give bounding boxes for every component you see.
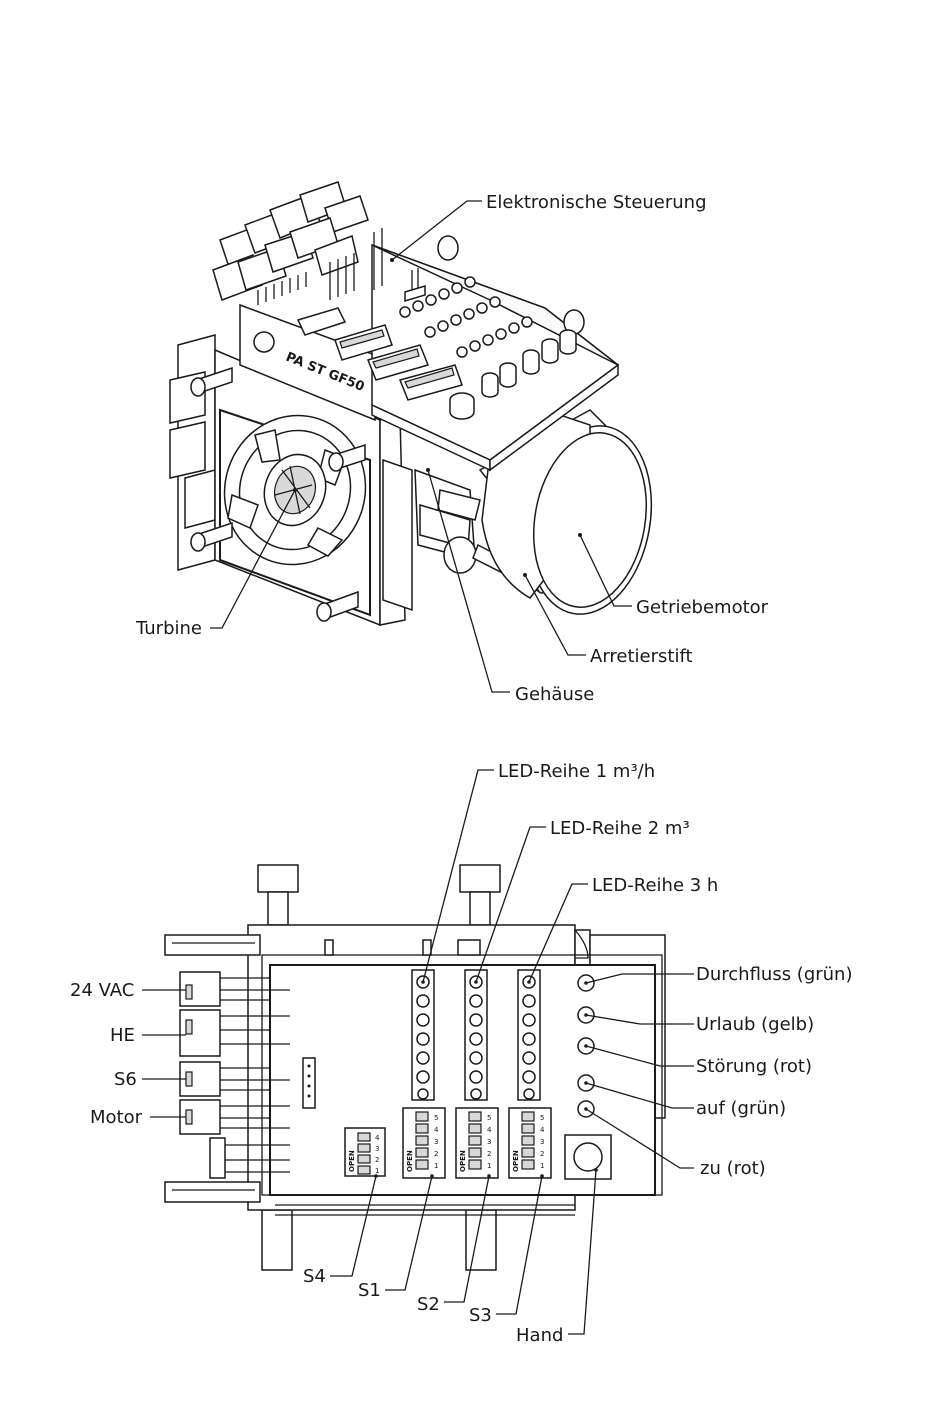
svg-text:5: 5: [540, 1114, 544, 1122]
label-led1: LED-Reihe 1 m³/h: [498, 761, 655, 782]
label-stoerung: Störung (rot): [696, 1056, 812, 1077]
label-24vac: 24 VAC: [70, 980, 134, 1001]
svg-text:3: 3: [487, 1138, 491, 1146]
label-arretierstift: Arretierstift: [590, 646, 693, 667]
label-s3: S3: [469, 1305, 492, 1326]
top-view: OPEN 4 3 2 1 OPEN 5 4 3 2 1 OPEN 5 4 3: [70, 761, 853, 1346]
terminal-connectors: [213, 182, 382, 305]
svg-text:OPEN: OPEN: [512, 1150, 520, 1172]
dip-switch-s1: OPEN 5 4 3 2 1: [403, 1108, 445, 1178]
label-s1: S1: [358, 1280, 381, 1301]
label-turbine: Turbine: [135, 618, 202, 639]
label-zu: zu (rot): [700, 1158, 766, 1179]
svg-text:1: 1: [375, 1167, 379, 1175]
svg-text:2: 2: [487, 1150, 491, 1158]
led-row-2: [465, 970, 487, 1100]
svg-text:1: 1: [540, 1162, 544, 1170]
label-steuerung: Elektronische Steuerung: [486, 192, 707, 213]
svg-text:4: 4: [375, 1134, 380, 1142]
label-auf: auf (grün): [696, 1098, 786, 1119]
led-row-1: [412, 970, 434, 1100]
label-hand: Hand: [516, 1325, 563, 1346]
label-motor: Motor: [90, 1107, 143, 1128]
label-s4: S4: [303, 1266, 326, 1287]
svg-text:5: 5: [434, 1114, 438, 1122]
svg-text:3: 3: [375, 1145, 379, 1153]
svg-text:4: 4: [540, 1126, 545, 1134]
dip-switch-s4: OPEN 4 3 2 1: [345, 1128, 385, 1176]
svg-text:3: 3: [540, 1138, 544, 1146]
hand-button: [574, 1143, 602, 1171]
label-led2: LED-Reihe 2 m³: [550, 818, 690, 839]
svg-text:OPEN: OPEN: [459, 1150, 467, 1172]
label-durchfluss: Durchfluss (grün): [696, 964, 853, 985]
svg-text:OPEN: OPEN: [348, 1150, 356, 1172]
svg-text:2: 2: [375, 1156, 379, 1164]
isometric-view: PA ST GF50: [135, 182, 769, 705]
dip-switch-s3: OPEN 5 4 3 2 1: [509, 1108, 551, 1178]
label-gehaeuse: Gehäuse: [515, 684, 594, 705]
svg-text:1: 1: [487, 1162, 491, 1170]
label-s6: S6: [114, 1069, 137, 1090]
dip-switch-s2: OPEN 5 4 3 2 1: [456, 1108, 498, 1178]
board-hand-button: [450, 393, 474, 419]
svg-text:4: 4: [434, 1126, 439, 1134]
svg-text:2: 2: [434, 1150, 438, 1158]
label-getriebemotor: Getriebemotor: [636, 597, 769, 618]
svg-text:1: 1: [434, 1162, 438, 1170]
svg-text:2: 2: [540, 1150, 544, 1158]
label-urlaub: Urlaub (gelb): [696, 1014, 814, 1035]
svg-text:5: 5: [487, 1114, 491, 1122]
label-led3: LED-Reihe 3 h: [592, 875, 718, 896]
svg-text:OPEN: OPEN: [406, 1150, 414, 1172]
led-row-3: [518, 970, 540, 1100]
label-he: HE: [110, 1025, 135, 1046]
svg-text:3: 3: [434, 1138, 438, 1146]
label-s2: S2: [417, 1294, 440, 1315]
svg-text:4: 4: [487, 1126, 492, 1134]
steuerung-leader: [392, 201, 482, 260]
